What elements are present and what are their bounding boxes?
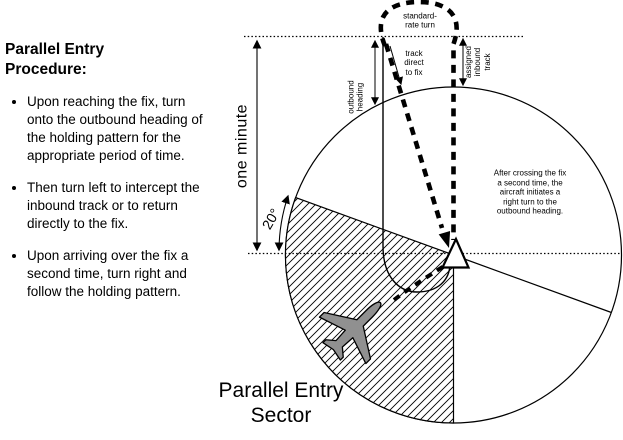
procedure-step-3: Upon arriving over the fix a second time… [27,247,203,301]
angle-20-arc-arrow [274,194,290,252]
fix-triangle [440,236,471,269]
outbound-heading-label: outbound heading [346,80,365,114]
outbound-leg-line [382,37,451,293]
one-minute-label: one minute [233,103,251,189]
procedure-steps: Upon reaching the fix, turn onto the out… [5,93,203,301]
track-direct-to-fix-path [383,43,445,229]
track-direct-arrowhead [438,231,451,248]
track-direct-label-arrow [389,45,403,86]
procedure-step-2: Then turn left to intercept the inbound … [27,179,203,233]
procedure-title: Parallel Entry Procedure: [5,41,105,78]
standard-rate-turn-path [378,0,459,240]
procedure-step-1: Upon reaching the fix, turn onto the out… [27,93,203,165]
sector-title: Parallel Entry Sector [218,379,344,427]
standard-rate-turn-label: standard- rate turn [403,11,437,30]
airplane-icon [318,301,382,365]
after-crossing-note: After crossing the fix a second time, th… [493,168,567,216]
assigned-inbound-track-label: assigned inbound track [463,45,492,79]
direct-entry-sector-line [453,254,612,314]
track-direct-to-fix-label: track direct to fix [404,48,424,77]
procedure-panel: Parallel Entry Procedure: Upon reaching … [5,40,203,315]
